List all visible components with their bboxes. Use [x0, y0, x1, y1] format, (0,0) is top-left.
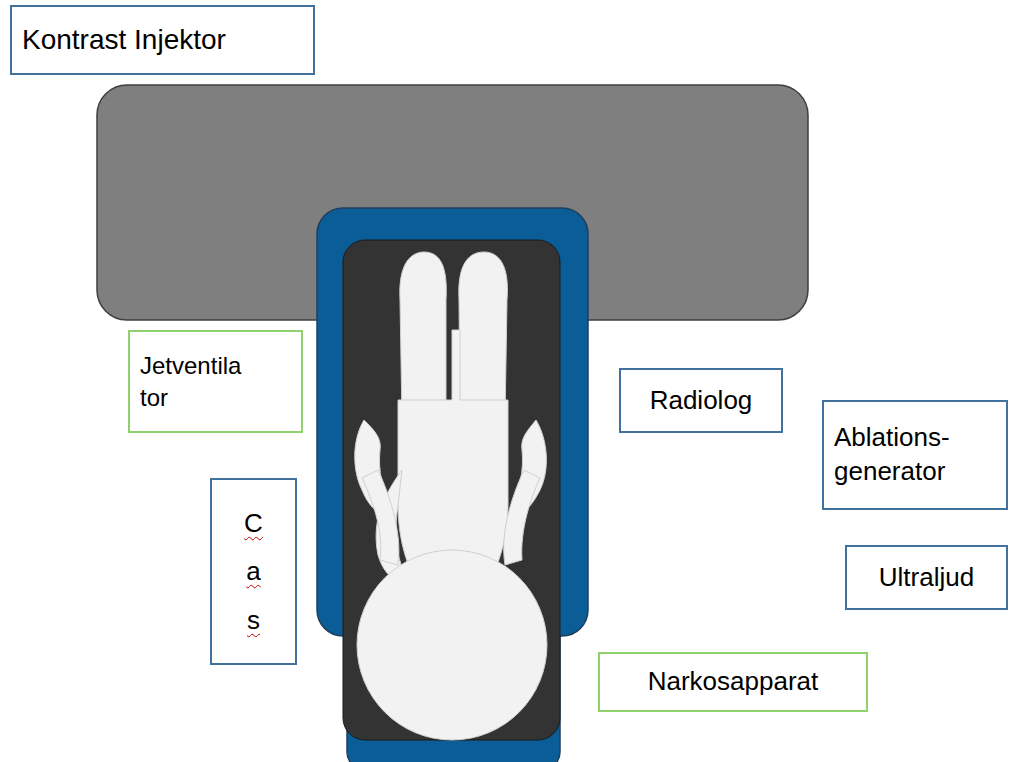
staff-box: Radiolog	[619, 368, 783, 433]
airway-equipment-box: Narkosapparat	[598, 652, 868, 712]
box-label: Jetventila tor	[140, 350, 241, 412]
equipment-box: C a s	[210, 478, 297, 665]
airway-equipment-box: Jetventila tor	[128, 330, 303, 433]
patient-figure	[355, 252, 547, 740]
equipment-box: Ablations- generator	[822, 400, 1008, 510]
equipment-box: Ultraljud	[845, 545, 1008, 610]
box-label: Narkosapparat	[648, 665, 819, 699]
box-label: Radiolog	[650, 384, 753, 418]
table-mattress	[343, 240, 560, 740]
box-label: C a s	[244, 499, 263, 643]
box-label: Ablations- generator	[834, 421, 950, 489]
box-label: Ultraljud	[879, 561, 974, 595]
equipment-box: Kontrast Injektor	[10, 5, 315, 75]
box-label: Kontrast Injektor	[22, 22, 226, 58]
